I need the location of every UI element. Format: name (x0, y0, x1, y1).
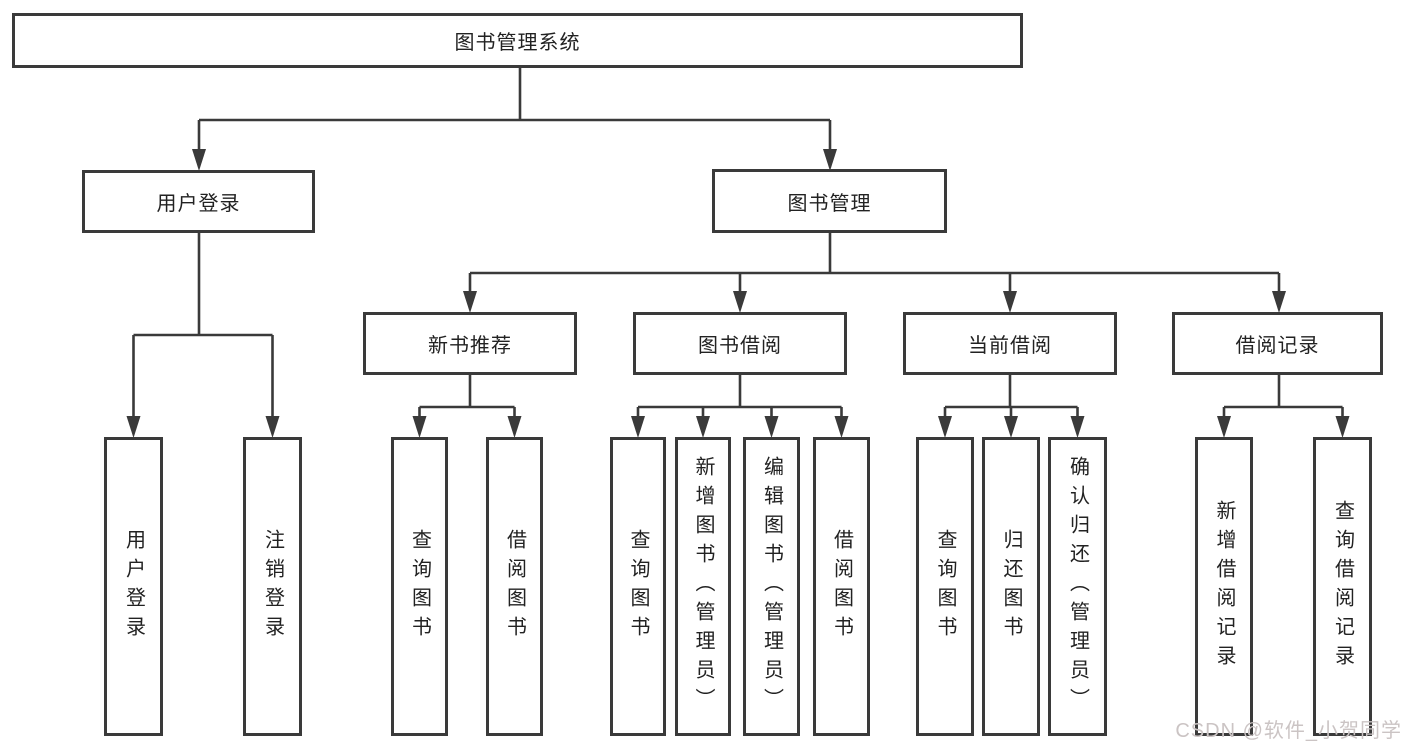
arrowhead (1004, 416, 1018, 438)
arrowhead (631, 416, 645, 438)
leaf-query-borrow-record: 查询借阅记录 (1313, 437, 1372, 736)
leaf-borrow-books-borrowing: 借阅图书 (813, 437, 870, 736)
arrowhead (507, 416, 522, 438)
leaf-label: 用户登录 (122, 528, 145, 645)
node-user-login: 用户登录 (82, 170, 315, 233)
arrowhead (1070, 416, 1085, 438)
arrowhead (1003, 291, 1017, 313)
leaf-query-books-newbooks: 查询图书 (391, 437, 448, 736)
node-label: 新书推荐 (428, 335, 512, 357)
arrowhead (265, 416, 280, 438)
leaf-label: 借阅图书 (503, 528, 526, 645)
arrowhead (696, 416, 710, 438)
leaf-label: 新增图书（管理员） (692, 456, 714, 717)
arrowhead (938, 416, 952, 438)
leaf-borrow-books-newbooks: 借阅图书 (486, 437, 543, 736)
arrowhead (1217, 416, 1231, 438)
leaf-label: 查询图书 (934, 528, 956, 645)
arrowhead (823, 149, 837, 171)
node-label: 借阅记录 (1235, 335, 1320, 357)
arrowhead (412, 416, 427, 438)
node-new-book-recommend: 新书推荐 (363, 312, 577, 375)
arrowhead (126, 416, 141, 438)
leaf-label: 确认归还（管理员） (1066, 456, 1089, 717)
arrowheads (126, 149, 1350, 438)
leaf-label: 借阅图书 (830, 528, 853, 645)
node-book-borrowing: 图书借阅 (633, 312, 847, 375)
leaf-label: 查询图书 (627, 528, 649, 645)
leaf-label: 查询图书 (408, 528, 431, 645)
node-label: 用户登录 (156, 193, 241, 215)
leaf-confirm-return-admin: 确认归还（管理员） (1048, 437, 1107, 736)
arrowhead (834, 416, 849, 438)
leaf-user-login: 用户登录 (104, 437, 163, 736)
leaf-label: 归还图书 (1000, 528, 1022, 645)
node-borrowing-records: 借阅记录 (1172, 312, 1383, 375)
flow-lines (132, 68, 1344, 423)
node-book-management: 图书管理 (712, 169, 947, 233)
leaf-add-borrow-record: 新增借阅记录 (1195, 437, 1253, 736)
node-label: 当前借阅 (968, 335, 1052, 357)
leaf-add-book-admin: 新增图书（管理员） (675, 437, 731, 736)
leaf-label: 新增借阅记录 (1213, 499, 1235, 674)
arrowhead (764, 416, 779, 438)
arrowhead (733, 291, 747, 313)
leaf-query-books-borrowing: 查询图书 (610, 437, 666, 736)
node-label: 图书管理 (787, 192, 872, 215)
node-label: 图书管理系统 (454, 32, 581, 54)
leaf-label: 查询借阅记录 (1331, 499, 1354, 674)
arrowhead (192, 149, 206, 171)
leaf-return-book: 归还图书 (982, 437, 1040, 736)
leaf-label: 编辑图书（管理员） (760, 456, 783, 717)
node-label: 图书借阅 (698, 335, 782, 357)
leaf-query-books-current: 查询图书 (916, 437, 974, 736)
csdn-watermark: CSDN @软件_小贺同学 (1175, 720, 1402, 742)
arrowhead (463, 291, 477, 313)
leaf-label: 注销登录 (261, 528, 284, 645)
arrowhead (1272, 291, 1286, 313)
leaf-edit-book-admin: 编辑图书（管理员） (743, 437, 800, 736)
leaf-logout: 注销登录 (243, 437, 302, 736)
arrowhead (1335, 416, 1350, 438)
node-current-borrowing: 当前借阅 (903, 312, 1117, 375)
node-root-system: 图书管理系统 (12, 13, 1023, 68)
